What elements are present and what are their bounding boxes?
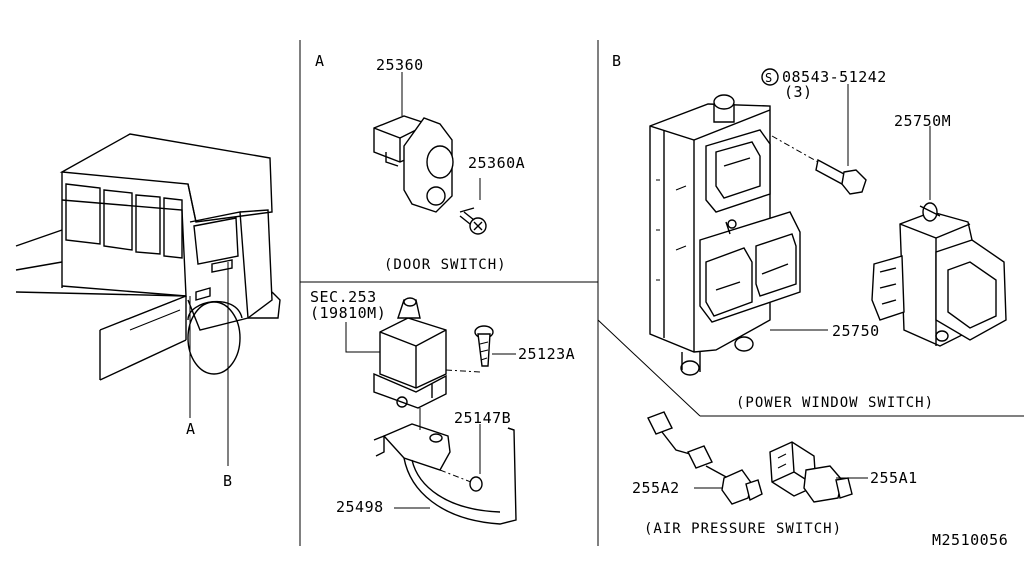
sub-switch-part-number: 25750M (894, 112, 951, 130)
relay-screw (474, 325, 494, 367)
callout-b-label: B (223, 472, 233, 490)
callout-a-label: A (186, 420, 196, 438)
door-switch-part-number: 25360 (376, 56, 424, 74)
main-switch-part-number: 25750 (832, 322, 880, 340)
mounting-bolt (771, 135, 867, 195)
air-switch-a2-part-number: 255A2 (632, 479, 680, 497)
door-switch-caption: (DOOR SWITCH) (384, 257, 507, 273)
s-symbol-icon (761, 68, 779, 86)
bolt-quantity: (3) (784, 83, 813, 101)
bolt-part-number: 08543-51242 (782, 68, 887, 86)
air-pressure-panel: 255A2 255A1 (AIR PRESSURE SWITCH) (632, 411, 918, 537)
door-switch-screw-part-number: 25360A (468, 154, 525, 172)
door-switch-screw (459, 207, 487, 235)
air-pressure-switch-a1 (769, 441, 853, 503)
panel-a-marker: A (315, 52, 325, 70)
power-window-panel: B S 08543-51242 (3) (612, 52, 1007, 411)
relay-nut-part-number: 25147B (454, 409, 511, 427)
relay-bracket (373, 408, 517, 525)
bolt-spec: S 08543-51242 (3) (761, 68, 887, 166)
air-switch-a1-part-number: 255A1 (870, 469, 918, 487)
relay-part (373, 297, 447, 409)
drawing-id: M2510056 (932, 531, 1008, 549)
sec-reference: SEC.253 (310, 288, 377, 306)
panel-b-marker: B (612, 52, 622, 70)
door-switch-panel: A 25360 25360A (DOOR SWITCH) (315, 52, 525, 273)
sec-sub-reference: (19810M) (310, 304, 386, 322)
air-pressure-switch-a2 (647, 411, 763, 505)
sub-power-window-switch (871, 202, 1007, 347)
main-power-window-switch (649, 94, 801, 376)
truck-illustration: A B (15, 133, 281, 490)
relay-panel: SEC.253 (19810M) 25123A (310, 288, 575, 525)
bolt-symbol: S (765, 71, 773, 85)
panel-dividers (299, 40, 1024, 546)
power-window-caption: (POWER WINDOW SWITCH) (736, 395, 934, 411)
relay-bracket-part-number: 25498 (336, 498, 384, 516)
air-pressure-caption: (AIR PRESSURE SWITCH) (644, 521, 842, 537)
relay-screw-part-number: 25123A (518, 345, 575, 363)
door-switch-part (373, 115, 454, 213)
